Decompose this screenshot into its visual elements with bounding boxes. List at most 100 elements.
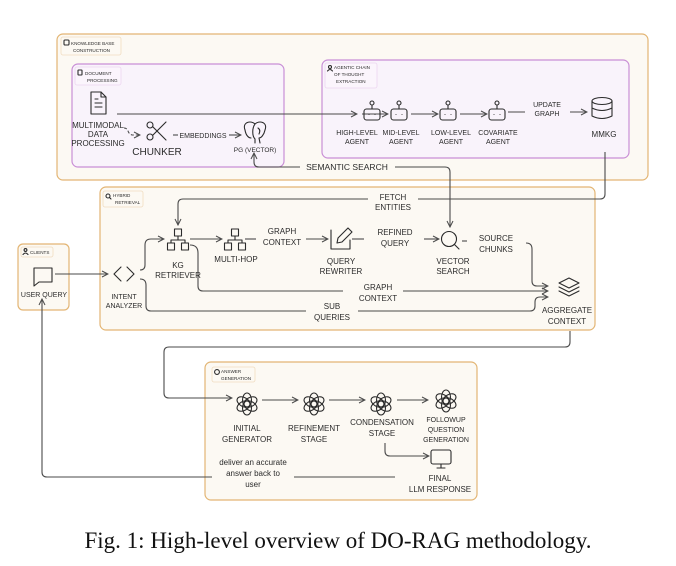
multimodal-label-1: MULTIMODAL (72, 121, 124, 130)
graph-context-label-2: CONTEXT (263, 238, 301, 247)
query-rewriter-label-1: QUERY (327, 257, 356, 266)
graph-context-label-1: GRAPH (268, 227, 297, 236)
chat-bubble-icon (33, 267, 53, 287)
document-icon (90, 91, 107, 115)
cov-agent-label-1: COVARIATE (478, 130, 518, 137)
low-agent-label-1: LOW-LEVEL (431, 130, 471, 137)
edge-aggregate-to-answer (163, 331, 571, 398)
multimodal-label-3: PROCESSING (71, 139, 124, 148)
high-agent-label-1: HIGH-LEVEL (336, 130, 378, 137)
final-label-2: LLM RESPONSE (409, 485, 471, 494)
hybrid-group-label-2: RETRIEVAL (115, 200, 141, 205)
database-icon (591, 96, 613, 120)
edge-condensation-to-final (384, 443, 429, 456)
scissors-icon (146, 121, 167, 141)
answer-group-label-2: GENERATION (221, 376, 251, 381)
angle-brackets-icon (113, 266, 135, 282)
openai-icon (214, 369, 220, 375)
aggregate-label-2: CONTEXT (548, 317, 586, 326)
user-icon (22, 248, 29, 256)
agentic-group-label-1: AGENTIC CHAIN (334, 65, 370, 70)
edge-intent-sub-queries (139, 278, 306, 312)
followup-label-2: QUESTION (428, 427, 465, 434)
hybrid-group-tag (102, 190, 144, 208)
multimodal-label-2: DATA (88, 130, 109, 139)
followup-label-1: FOLLOWUP (426, 417, 466, 424)
search-icon (105, 193, 112, 200)
mmkg-label: MMKG (592, 130, 617, 139)
edge-intent-to-kg (139, 239, 164, 271)
edge-deliver-to-user (42, 299, 212, 478)
kg-retriever-label-2: RETRIEVER (155, 271, 201, 280)
answer-group-label-1: ANSWER (221, 369, 242, 374)
agentic-group-label-2: OF THOUGHT (334, 72, 364, 77)
condensation-label-2: STAGE (369, 429, 396, 438)
graph-context-b-label-2: CONTEXT (359, 294, 397, 303)
sub-queries-label-1: SUB (324, 302, 340, 311)
multihop-label: MULTI-HOP (214, 255, 257, 264)
condensation-label-1: CONDENSATION (350, 418, 414, 427)
edge-fetch-to-kg (178, 198, 368, 225)
refined-query-label-2: QUERY (381, 239, 410, 248)
edge-sub-queries-to-aggregate (358, 297, 548, 312)
monitor-icon (430, 449, 452, 469)
sub-queries-label-2: QUERIES (314, 313, 350, 322)
intent-label-1: INTENT (111, 294, 137, 301)
hybrid-group-label-1: HYBRID (113, 193, 131, 198)
update-graph-label-2: GRAPH (535, 111, 560, 118)
agentic-group-label-3: EXTRACTION (336, 79, 366, 84)
edge-source-to-aggregate (525, 242, 548, 286)
kg-retriever-label-1: KG (172, 261, 184, 270)
figure-caption: Fig. 1: High-level overview of DO-RAG me… (84, 528, 592, 553)
fetch-label-2: ENTITIES (375, 203, 411, 212)
agentic-extraction-group (321, 59, 630, 159)
edge-semantic-search-to-pg (254, 153, 300, 168)
user-query-label: USER QUERY (21, 292, 67, 299)
layers-icon (558, 277, 580, 297)
document-processing-group (71, 63, 285, 168)
vector-search-label-2: SEARCH (436, 267, 470, 276)
vector-search-label-1: VECTOR (436, 257, 469, 266)
high-agent-label-2: AGENT (345, 139, 370, 146)
edge-fetch-entities (418, 152, 606, 200)
edge-multimodal-to-chunker (123, 127, 140, 135)
refined-query-label-1: REFINED (377, 228, 412, 237)
users-icon (326, 64, 334, 72)
refinement-label-1: REFINEMENT (288, 424, 340, 433)
clients-group-label: CLIENTS (30, 250, 49, 255)
deliver-label-3: user (245, 480, 261, 489)
answer-generation-group (204, 361, 478, 501)
mid-agent-label-1: MID-LEVEL (383, 130, 420, 137)
refinement-label-2: STAGE (301, 435, 328, 444)
answer-group-tag (211, 366, 256, 383)
kb-group-tag (60, 36, 122, 56)
deliver-label-2: answer back to (226, 469, 280, 478)
low-agent-label-2: AGENT (439, 139, 464, 146)
source-chunks-label-2: CHUNKS (479, 245, 513, 254)
mid-agent-label-2: AGENT (389, 139, 414, 146)
doc-group-label-1: DOCUMENT (85, 71, 112, 76)
deliver-label-1: deliver an accurate (219, 458, 287, 467)
embeddings-label: EMBEDDINGS (179, 133, 226, 140)
edge-semantic-search-to-vector (395, 166, 450, 227)
edge-kg-graph-context (189, 244, 343, 292)
fetch-label-1: FETCH (380, 193, 407, 202)
semantic-search-label: SEMANTIC SEARCH (306, 162, 388, 172)
pg-vector-label: PG (VECTOR) (234, 147, 277, 154)
initial-gen-label-1: INITIAL (233, 424, 261, 433)
document-icon (77, 69, 83, 76)
aggregate-label-1: AGGREGATE (542, 306, 592, 315)
doc-group-tag (74, 66, 122, 86)
postgres-elephant-icon (243, 121, 267, 144)
intent-label-2: ANALYZER (106, 303, 142, 310)
update-graph-label-1: UPDATE (533, 102, 561, 109)
clients-group-tag (20, 246, 54, 258)
final-label-1: FINAL (429, 474, 452, 483)
source-chunks-label-1: SOURCE (479, 234, 513, 243)
followup-label-3: GENERATION (423, 437, 469, 444)
chunker-label: CHUNKER (132, 147, 181, 158)
kb-group-label-2: CONSTRUCTION (73, 48, 110, 53)
database-icon (63, 39, 70, 46)
hybrid-retrieval-group (99, 186, 596, 331)
